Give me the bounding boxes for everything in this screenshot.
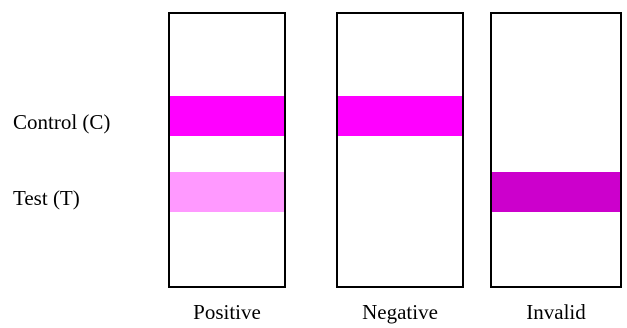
invalid-test-band [492, 172, 620, 212]
invalid-strip-label: Invalid [526, 300, 586, 324]
positive-strip [168, 12, 286, 288]
negative-control-band [338, 96, 462, 136]
positive-strip-label: Positive [193, 300, 261, 324]
negative-strip [336, 12, 464, 288]
test-row-label: Test (T) [13, 186, 80, 210]
positive-control-band [170, 96, 284, 136]
positive-test-band [170, 172, 284, 212]
control-row-label: Control (C) [13, 110, 111, 134]
invalid-strip [490, 12, 622, 288]
negative-strip-label: Negative [362, 300, 438, 324]
